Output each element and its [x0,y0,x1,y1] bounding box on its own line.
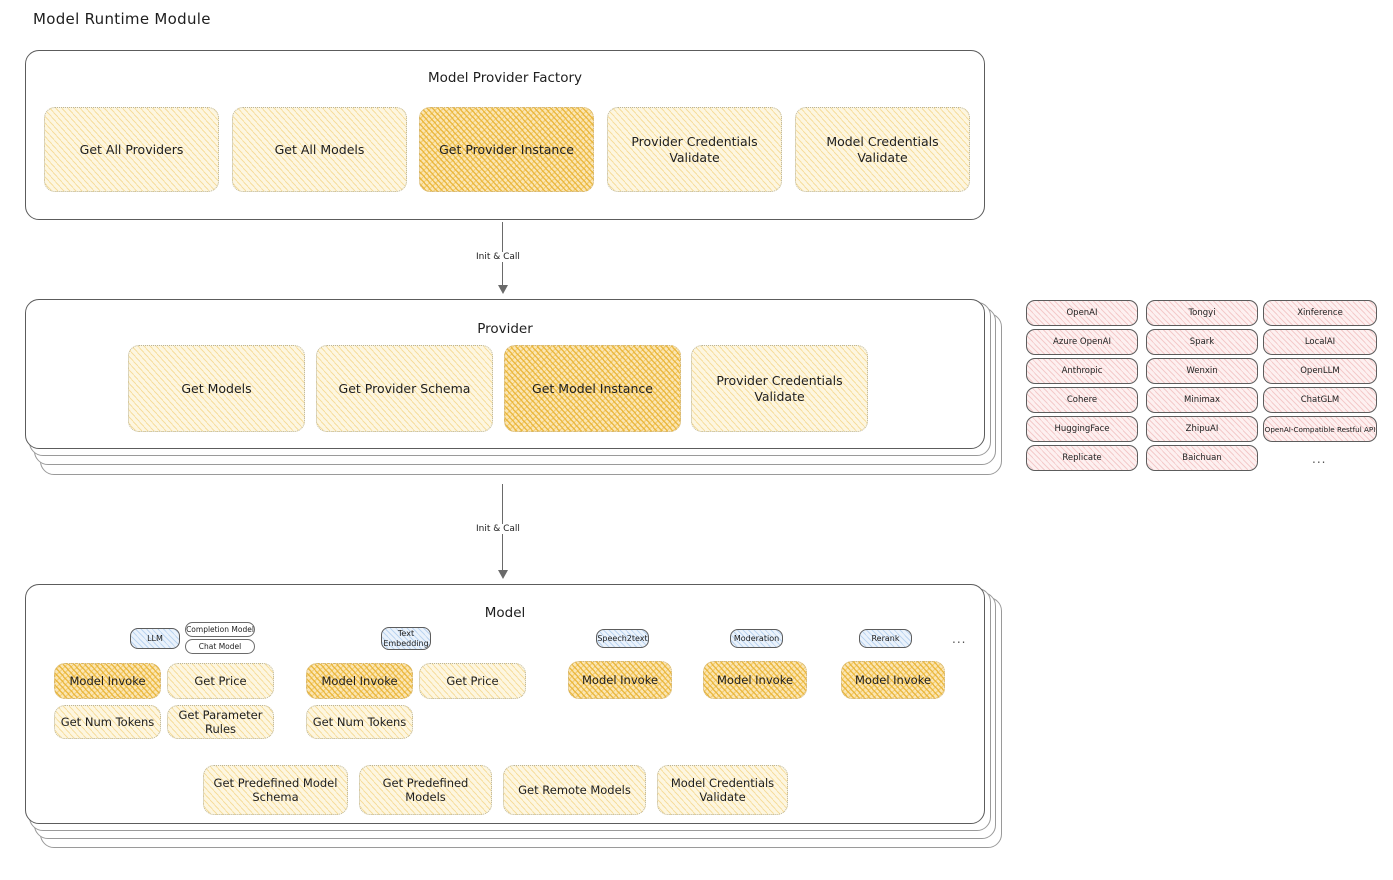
provider-chip-baichuan[interactable]: Baichuan [1146,445,1258,471]
model-box-model-credentials-validate[interactable]: Model Credentials Validate [657,765,788,815]
model-llm-box-get-price[interactable]: Get Price [167,663,274,699]
arrow-provider-to-model-label: Init & Call [473,524,523,534]
page-title: Model Runtime Module [33,10,211,28]
model-subtype-badge-chat-model[interactable]: Chat Model [185,639,255,654]
model-box-get-remote-models[interactable]: Get Remote Models [503,765,646,815]
provider-chip-openllm[interactable]: OpenLLM [1263,358,1377,384]
arrow-factory-to-provider-label: Init & Call [473,252,523,262]
provider-chip-localai[interactable]: LocalAI [1263,329,1377,355]
model-type-badge-moderation[interactable]: Moderation [730,629,783,648]
provider-box-get-provider-schema[interactable]: Get Provider Schema [316,345,493,432]
provider-box-provider-credentials-validate[interactable]: Provider Credentials Validate [691,345,868,432]
model-speech2text-box-model-invoke[interactable]: Model Invoke [568,661,672,699]
factory-box-model-credentials-validate[interactable]: Model Credentials Validate [795,107,970,192]
model-llm-box-model-invoke[interactable]: Model Invoke [54,663,161,699]
provider-label: Provider [477,321,533,337]
factory-box-provider-credentials-validate[interactable]: Provider Credentials Validate [607,107,782,192]
model-types-more-ellipsis: ... [952,632,967,646]
provider-chip-xinference[interactable]: Xinference [1263,300,1377,326]
provider-chip-zhipuai[interactable]: ZhipuAI [1146,416,1258,442]
model-type-badge-text-embedding[interactable]: Text Embedding [381,627,431,650]
model-llm-box-get-num-tokens[interactable]: Get Num Tokens [54,705,161,739]
model-type-badge-llm[interactable]: LLM [130,628,180,649]
model-box-get-predefined-model-schema[interactable]: Get Predefined Model Schema [203,765,348,815]
model-label: Model [484,605,526,621]
model-text-embedding-box-get-num-tokens[interactable]: Get Num Tokens [306,705,413,739]
model-llm-box-get-parameter-rules[interactable]: Get Parameter Rules [167,705,274,739]
provider-chip-huggingface[interactable]: HuggingFace [1026,416,1138,442]
model-provider-factory-label: Model Provider Factory [427,70,582,86]
provider-chip-chatglm[interactable]: ChatGLM [1263,387,1377,413]
provider-chip-wenxin[interactable]: Wenxin [1146,358,1258,384]
provider-list-more-ellipsis: ... [1312,452,1327,466]
provider-box-get-model-instance[interactable]: Get Model Instance [504,345,681,432]
provider-chip-openai-compatible-restful-api[interactable]: OpenAI-Compatible Restful API [1263,416,1377,442]
model-subtype-badge-completion-model[interactable]: Completion Model [185,622,255,637]
provider-chip-anthropic[interactable]: Anthropic [1026,358,1138,384]
provider-box-get-models[interactable]: Get Models [128,345,305,432]
model-text-embedding-box-model-invoke[interactable]: Model Invoke [306,663,413,699]
model-type-badge-speech2text[interactable]: Speech2text [596,629,649,648]
model-box-get-predefined-models[interactable]: Get Predefined Models [359,765,492,815]
provider-chip-azure-openai[interactable]: Azure OpenAI [1026,329,1138,355]
arrow-provider-to-model-head [498,570,508,579]
provider-chip-minimax[interactable]: Minimax [1146,387,1258,413]
factory-box-get-all-models[interactable]: Get All Models [232,107,407,192]
provider-chip-cohere[interactable]: Cohere [1026,387,1138,413]
model-text-embedding-box-get-price[interactable]: Get Price [419,663,526,699]
provider-chip-tongyi[interactable]: Tongyi [1146,300,1258,326]
arrow-factory-to-provider-head [498,285,508,294]
model-rerank-box-model-invoke[interactable]: Model Invoke [841,661,945,699]
provider-chip-replicate[interactable]: Replicate [1026,445,1138,471]
model-type-badge-rerank[interactable]: Rerank [859,629,912,648]
provider-chip-openai[interactable]: OpenAI [1026,300,1138,326]
factory-box-get-all-providers[interactable]: Get All Providers [44,107,219,192]
factory-box-get-provider-instance[interactable]: Get Provider Instance [419,107,594,192]
provider-chip-spark[interactable]: Spark [1146,329,1258,355]
model-moderation-box-model-invoke[interactable]: Model Invoke [703,661,807,699]
